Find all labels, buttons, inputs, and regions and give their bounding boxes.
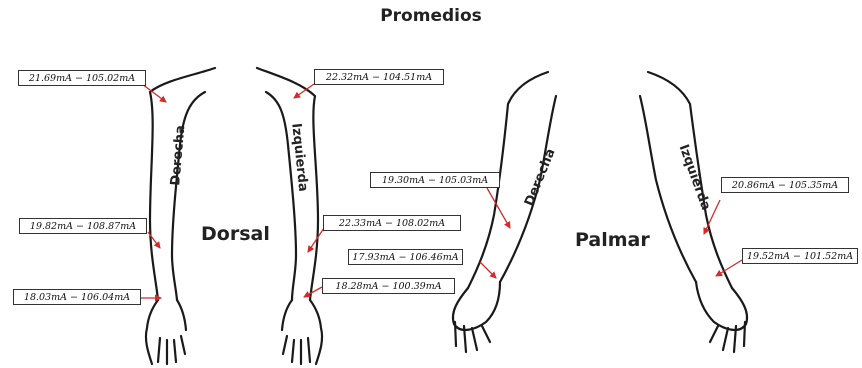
arm-outline-palmar-left: [640, 72, 747, 352]
measurement-palmar-right-lower: 17.93mA − 106.46mA: [348, 249, 463, 265]
arrow-dorsal-left-wrist: [304, 287, 322, 297]
arrow-dorsal-right-upper: [142, 84, 166, 102]
view-label-palmar: Palmar: [575, 229, 650, 251]
arm-outline-dorsal-right: [146, 68, 215, 364]
measurement-palmar-left-upper: 20.86mA − 105.35mA: [721, 177, 849, 193]
measurement-dorsal-left-mid: 22.33mA − 108.02mA: [323, 215, 461, 231]
measurement-dorsal-right-mid: 19.82mA − 108.87mA: [19, 218, 147, 234]
arrow-palmar-right-upper: [487, 188, 510, 228]
measurement-dorsal-left-wrist: 18.28mA − 100.39mA: [322, 278, 455, 294]
measurement-palmar-right-upper: 19.30mA − 105.03mA: [370, 172, 500, 188]
measurement-dorsal-left-upper: 22.32mA − 104.51mA: [314, 69, 444, 85]
measurement-dorsal-right-wrist: 18.03mA − 106.04mA: [13, 289, 141, 305]
arrow-dorsal-left-upper: [294, 84, 314, 98]
arm-outline-dorsal-left: [257, 68, 322, 364]
view-label-dorsal: Dorsal: [201, 223, 270, 245]
measurement-palmar-left-lower: 19.52mA − 101.52mA: [742, 248, 858, 264]
arm-outline-palmar-right: [453, 72, 556, 352]
arrow-palmar-right-lower: [480, 262, 496, 278]
measurement-dorsal-right-upper: 21.69mA − 105.02mA: [18, 70, 146, 86]
